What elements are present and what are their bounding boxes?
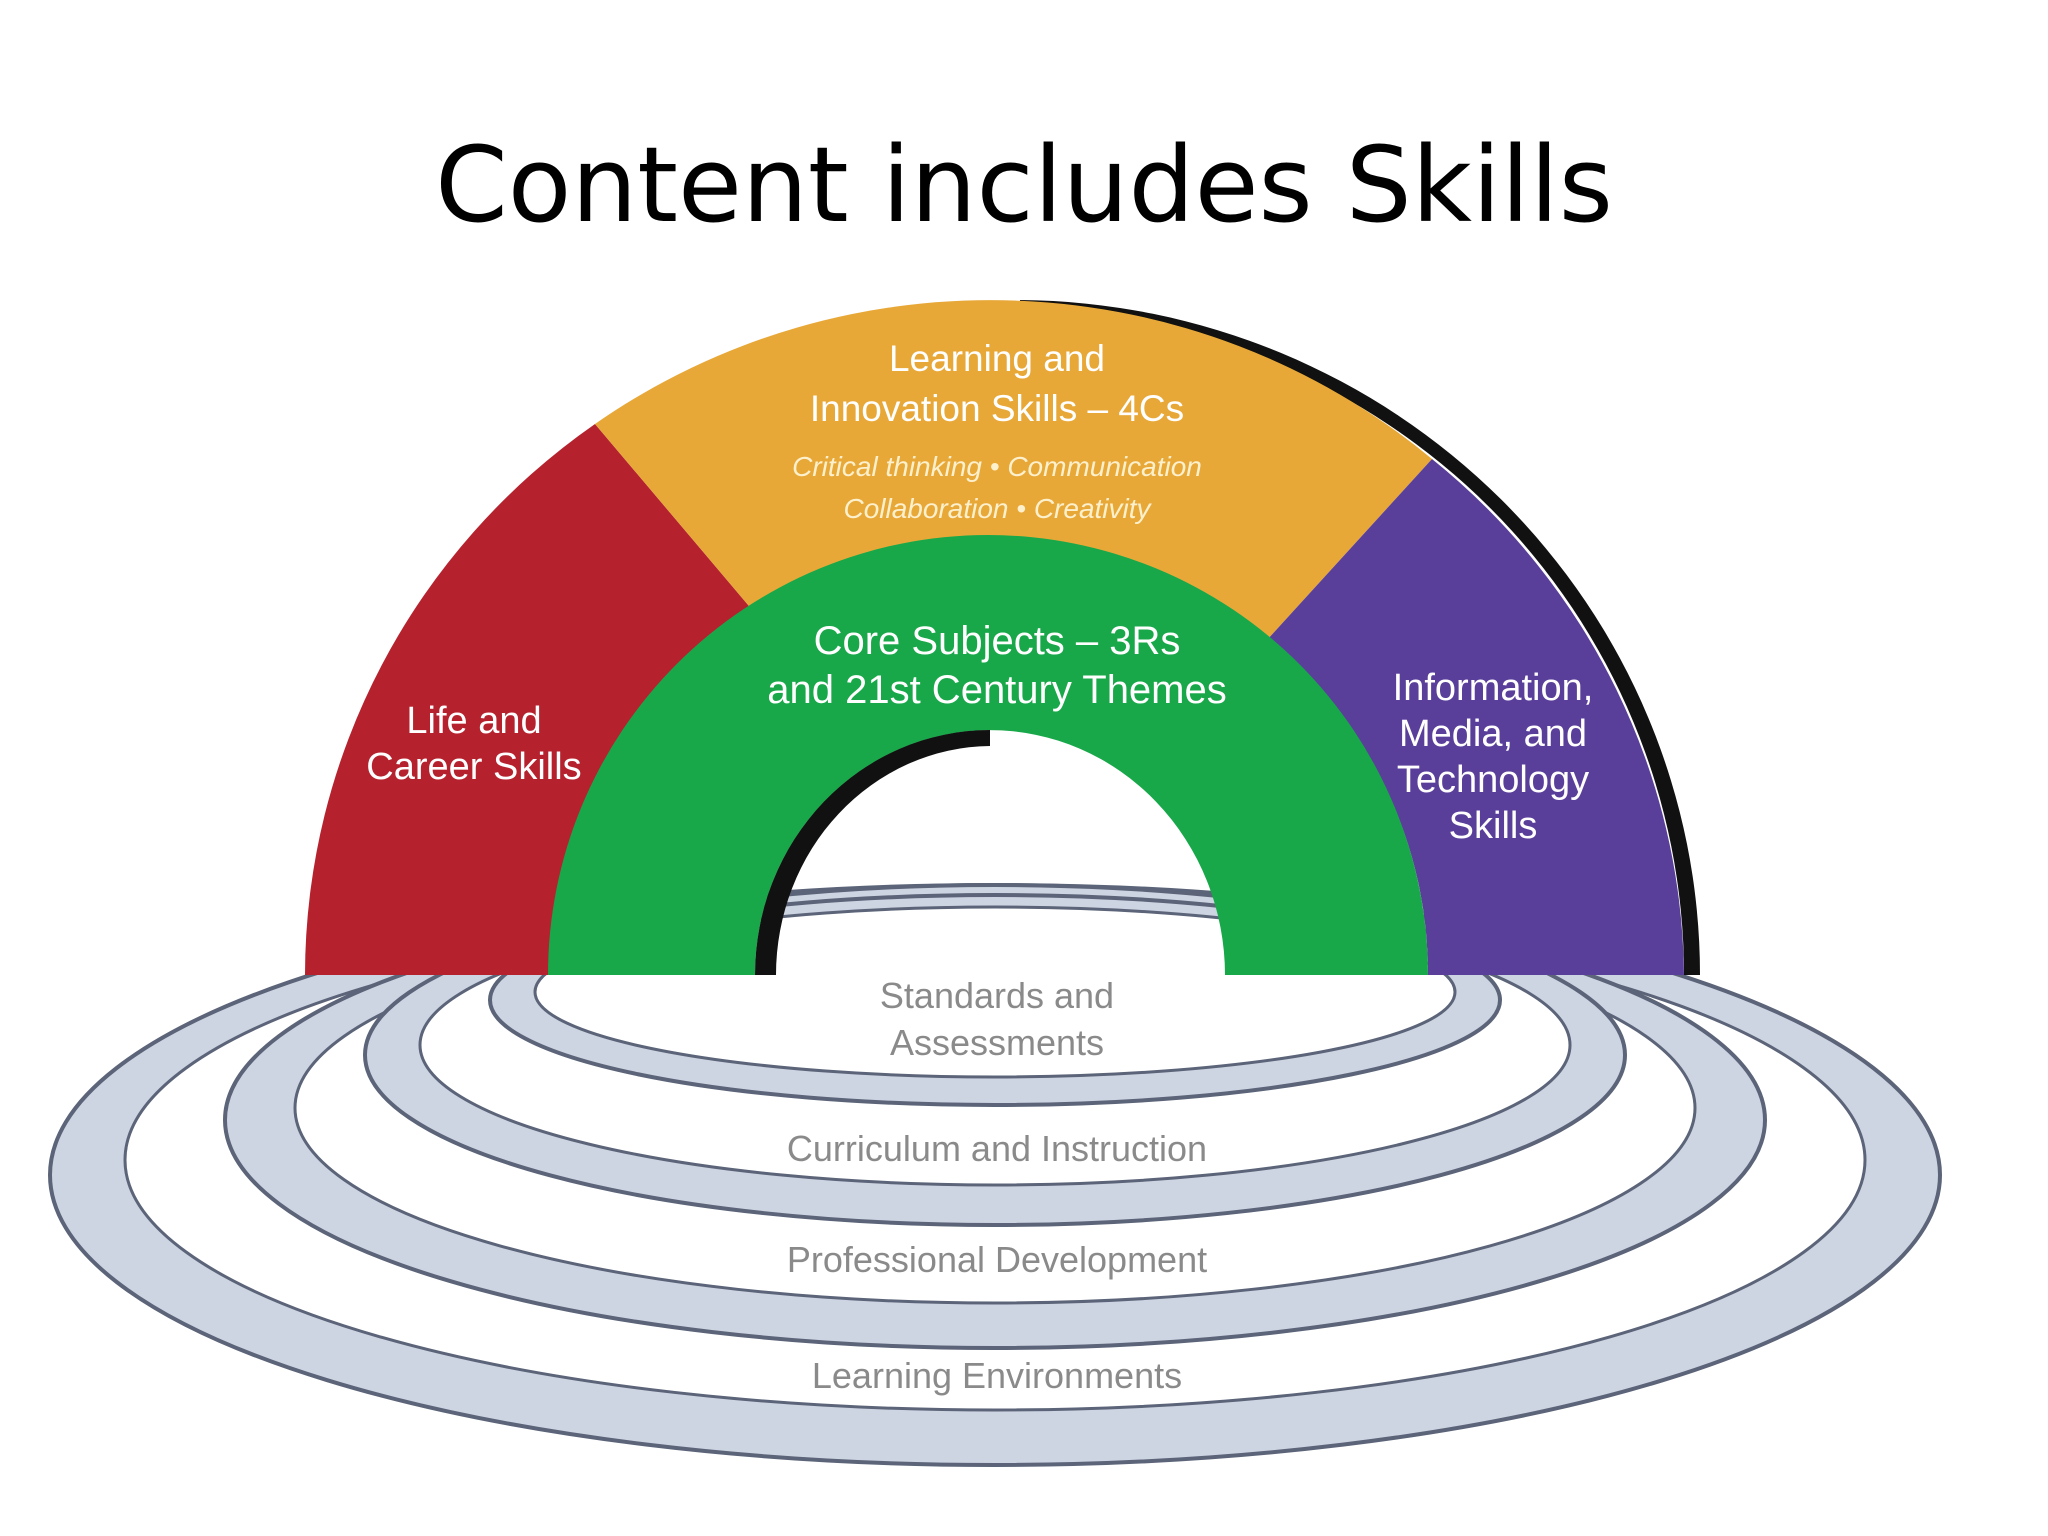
life-career-label-1: Life and [406,700,541,742]
skills-arch [305,300,1701,975]
arch-inner-shadow [755,730,990,975]
standards-assessments-label-1: Standards and [880,975,1114,1016]
slide-title: Content includes Skills [435,124,1613,246]
learning-innovation-title-2: Innovation Skills – 4Cs [810,388,1184,429]
info-media-tech-label-3: Technology [1397,759,1589,801]
core-subjects-label-2: and 21st Century Themes [767,668,1227,712]
learning-innovation-segment [595,300,1432,640]
info-media-tech-label-4: Skills [1449,805,1538,847]
learning-innovation-title-1: Learning and [889,338,1105,379]
core-subjects-label-1: Core Subjects – 3Rs [814,619,1181,663]
info-media-tech-label-2: Media, and [1399,713,1587,755]
learning-environments-label: Learning Environments [812,1355,1182,1396]
learning-innovation-sub-1: Critical thinking • Communication [792,451,1202,482]
info-media-tech-segment [1267,459,1684,975]
life-career-segment [305,424,754,975]
curriculum-instruction-label: Curriculum and Instruction [787,1128,1207,1169]
life-career-label-2: Career Skills [366,746,581,788]
learning-innovation-sub-2: Collaboration • Creativity [843,493,1152,524]
info-media-tech-label-1: Information, [1393,667,1594,709]
core-subjects-segment [548,535,1428,975]
standards-assessments-label-2: Assessments [890,1022,1104,1063]
professional-development-label: Professional Development [787,1239,1207,1280]
